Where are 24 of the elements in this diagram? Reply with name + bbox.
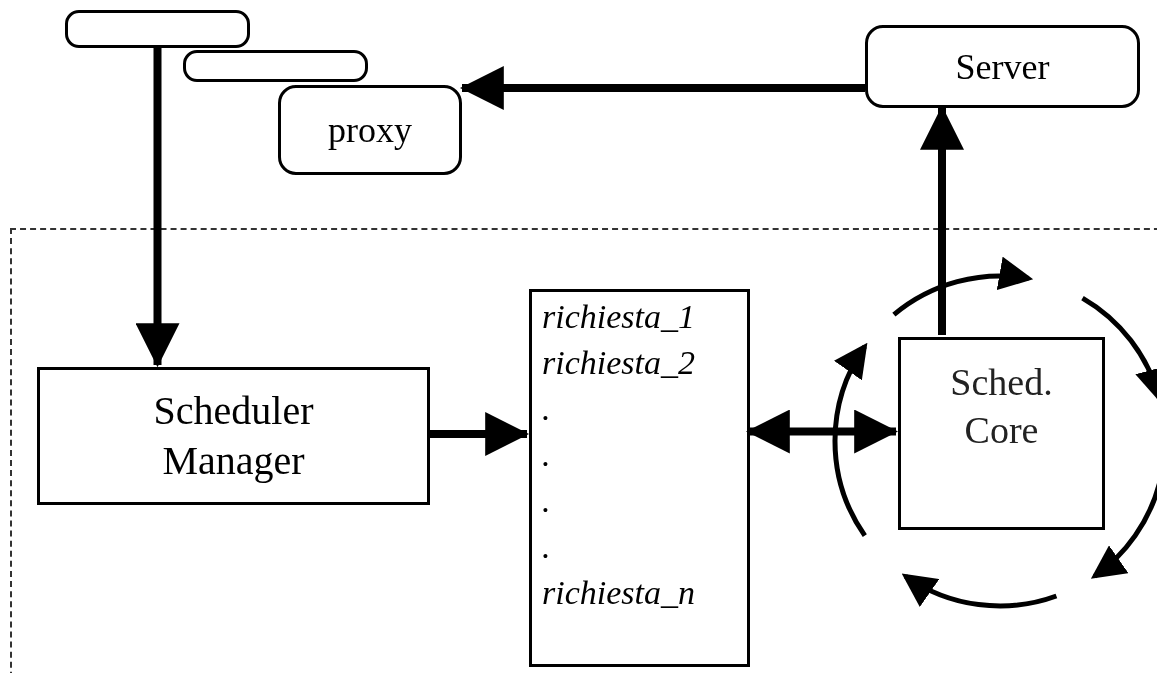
arrow [745,409,899,454]
node-label: proxy [328,109,412,151]
arrow [459,66,865,110]
queue-entry: richiesta_1 [542,297,695,337]
process-box [898,337,1105,530]
arrow [135,48,180,368]
node-label: Sched. Core [949,360,1054,453]
queue-box [529,289,750,667]
rounded-box [65,10,250,48]
process-box [37,367,430,505]
queue-entry: . [542,481,551,521]
queue-entry: richiesta_n [542,573,695,613]
queue-entry: . [542,389,551,429]
queue-entry: . [542,527,551,567]
arrow [428,412,530,456]
node-label: Scheduler Manager [152,387,315,485]
arrow [920,105,964,335]
rounded-box [865,25,1140,108]
node-label: Server [955,45,1050,88]
queue-entry: . [542,435,551,475]
queue-entry: richiesta_2 [542,343,695,383]
dashed-boundary [10,228,1157,673]
rounded-box [278,85,462,175]
rounded-box [183,50,368,82]
